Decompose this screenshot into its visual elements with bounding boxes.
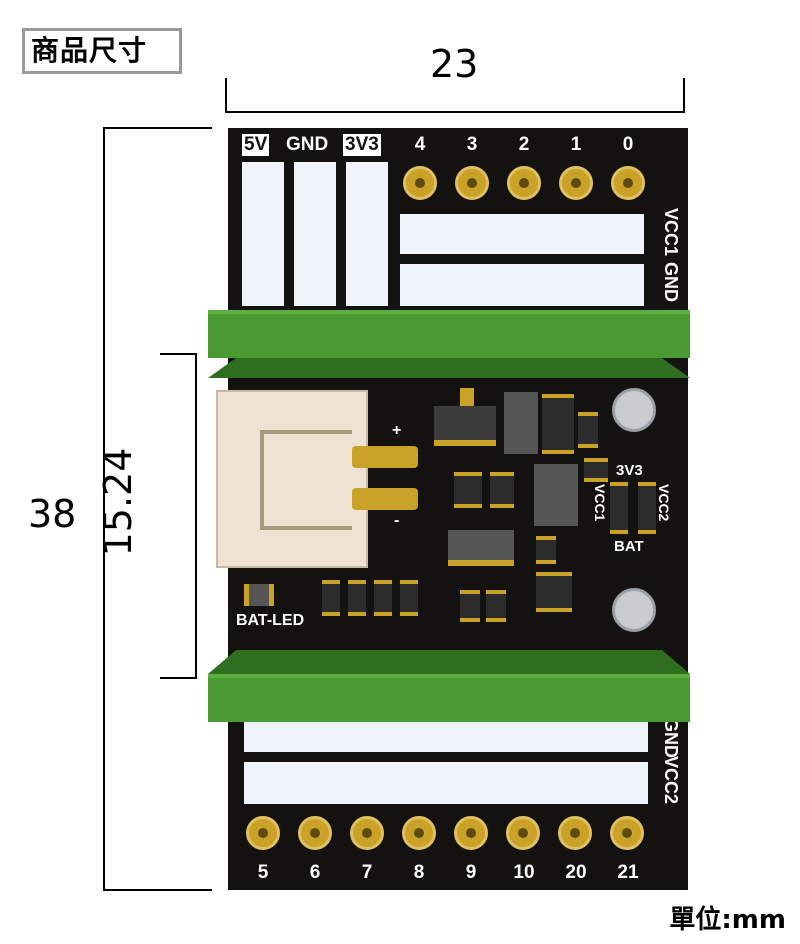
pin-pad-0	[611, 166, 645, 200]
pin-label-9: 9	[465, 862, 477, 883]
power-strip-3v3	[346, 162, 388, 306]
side-label-gnd-top: GND	[661, 262, 681, 302]
pin-pad-10	[506, 816, 540, 850]
page-title: 商品尺寸	[22, 28, 182, 74]
connector-pad-plus	[352, 446, 418, 468]
pin-pad-20	[558, 816, 592, 850]
pin-pad-1	[559, 166, 593, 200]
capacitor-chip	[504, 392, 538, 454]
minus-label: -	[394, 512, 400, 529]
pin-label-21: 21	[617, 862, 639, 883]
smd-component	[536, 572, 572, 612]
label-bat: BAT	[614, 538, 644, 555]
height-dimension: 38	[28, 492, 77, 536]
transistor-chip	[434, 406, 496, 446]
bat-led	[244, 584, 274, 606]
smd-component	[578, 412, 598, 448]
header-block-bottom	[208, 650, 690, 722]
resistor	[322, 580, 340, 616]
pin-pad-2	[507, 166, 541, 200]
label-3v3: 3V3	[616, 462, 643, 479]
pin-label-5: 5	[257, 862, 269, 883]
pin-label-7: 7	[361, 862, 373, 883]
resistor	[374, 580, 392, 616]
pin-label-3: 3	[466, 134, 478, 155]
power-label-3v3: 3V3	[343, 134, 381, 156]
pin-label-6: 6	[309, 862, 321, 883]
mounting-pad-top	[612, 388, 656, 432]
header-block-top	[208, 310, 690, 378]
pin-label-4: 4	[414, 134, 426, 155]
mounting-pad-bottom	[612, 588, 656, 632]
smd-component	[460, 590, 480, 622]
pin-label-8: 8	[413, 862, 425, 883]
smd-component	[490, 472, 514, 508]
pin-pad-9	[454, 816, 488, 850]
power-label-gnd: GND	[286, 134, 329, 155]
jumper-vcc1	[610, 482, 628, 534]
connector-pad-minus	[352, 488, 418, 510]
strip-gnd-top	[400, 264, 644, 306]
power-strip-gnd	[294, 162, 336, 306]
inner-dimension: 15.24	[96, 447, 140, 557]
side-label-vcc2: VCC2	[661, 756, 681, 805]
smd-component	[486, 590, 506, 622]
ldo-chip	[448, 530, 514, 566]
pin-pad-7	[350, 816, 384, 850]
plus-label: +	[392, 422, 402, 439]
smd-component	[542, 394, 574, 454]
pin-pad-8	[402, 816, 436, 850]
jumper-vcc2	[638, 482, 656, 534]
smd-component	[584, 458, 608, 482]
resistor	[400, 580, 418, 616]
pcb-board: 5V GND 3V3 4 3 2 1 0 VCC1 GND + - 3V3 VC…	[216, 128, 688, 890]
power-strip-5v	[242, 162, 284, 306]
pin-label-0: 0	[622, 134, 634, 155]
label-bat-led: BAT-LED	[236, 612, 305, 629]
pin-pad-6	[298, 816, 332, 850]
pin-label-10: 10	[513, 862, 535, 883]
strip-vcc2	[244, 762, 648, 804]
pin-label-1: 1	[570, 134, 582, 155]
power-label-5v: 5V	[242, 134, 270, 156]
units-label: 單位:mm	[669, 905, 786, 935]
pin-pad-4	[403, 166, 437, 200]
side-label-gnd-bottom: GND	[661, 718, 681, 758]
label-vcc2: VCC2	[656, 484, 672, 522]
regulator-chip	[534, 464, 578, 526]
side-label-vcc1: VCC1	[661, 208, 681, 257]
pin-pad-5	[246, 816, 280, 850]
pin-label-2: 2	[518, 134, 530, 155]
strip-vcc1	[400, 214, 644, 254]
smd-component	[454, 472, 482, 508]
resistor	[348, 580, 366, 616]
width-dimension: 23	[430, 42, 479, 86]
pin-pad-21	[610, 816, 644, 850]
label-vcc1: VCC1	[592, 484, 608, 522]
smd-component	[536, 536, 556, 564]
pin-pad-3	[455, 166, 489, 200]
pin-label-20: 20	[565, 862, 587, 883]
battery-connector	[216, 390, 368, 568]
